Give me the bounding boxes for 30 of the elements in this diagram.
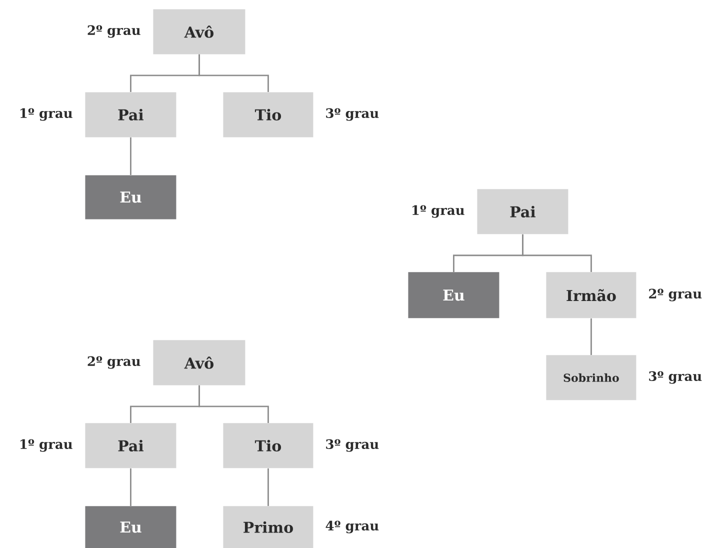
degree-label: 2º grau	[649, 288, 702, 302]
person-box: Tio	[223, 423, 314, 468]
person-box: Avô	[153, 340, 246, 386]
degree-label: 3º grau	[649, 371, 702, 384]
degree-label: 3º grau	[326, 439, 379, 452]
degree-label: 1º grau	[20, 439, 72, 452]
connector-line	[130, 468, 132, 506]
person-box: Eu	[85, 175, 176, 220]
connector-line	[130, 137, 132, 175]
connector-line	[268, 468, 269, 506]
degree-label: 1º grau	[20, 108, 72, 121]
degree-label: 2º grau	[88, 25, 140, 38]
degree-label: 2º grau	[88, 356, 140, 369]
connector-line	[522, 234, 592, 272]
connector-line	[198, 385, 269, 423]
person-box: Primo	[223, 506, 314, 548]
person-box: Sobrinho	[546, 355, 636, 400]
person-box: Pai	[85, 92, 176, 138]
degree-label: 4º grau	[326, 520, 379, 534]
connector-line	[198, 54, 269, 92]
person-box: Tio	[223, 92, 314, 138]
person-box: Irmão	[546, 272, 636, 318]
person-box: Pai	[477, 189, 568, 234]
person-box: Eu	[85, 506, 176, 548]
person-box: Avô	[153, 9, 246, 54]
degree-label: 3º grau	[326, 108, 379, 121]
person-box: Pai	[85, 423, 176, 468]
person-box: Eu	[408, 272, 500, 318]
connector-line	[590, 318, 592, 355]
degree-label: 1º grau	[412, 205, 464, 218]
